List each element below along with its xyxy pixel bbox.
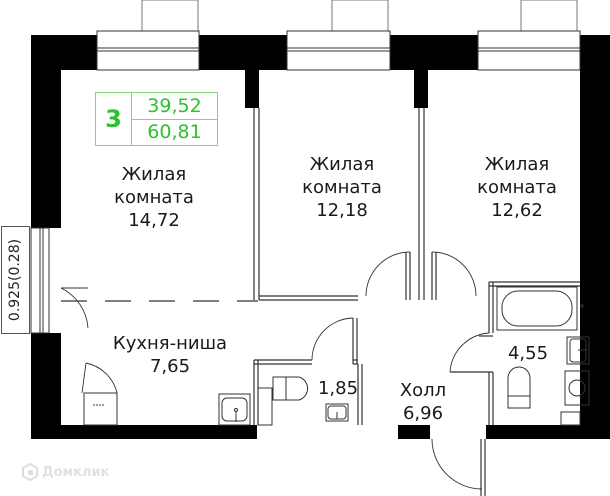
room-label-kitchen: Кухня-ниша 7,65 — [100, 332, 240, 378]
watermark: Домклик — [22, 463, 109, 481]
room-label-living-2: Жилая комната 12,18 — [280, 153, 404, 222]
room-area: 14,72 — [128, 210, 180, 231]
toilet-icon-wc — [257, 376, 308, 426]
room-label-living-3: Жилая комната 12,62 — [455, 153, 579, 222]
living-area: 39,52 — [132, 93, 217, 120]
sink-icon-wc — [325, 403, 349, 422]
apartment-summary-badge: 3 39,52 60,81 — [95, 92, 218, 146]
room-area: 6,96 — [402, 403, 444, 424]
room-name: Холл — [399, 380, 447, 401]
room-name: Жилая — [121, 164, 187, 185]
kitchen-sink-icon — [218, 393, 251, 426]
bathtub-icon — [496, 286, 584, 331]
room-area: 1,85 — [317, 378, 359, 399]
sink-icon — [566, 336, 590, 365]
domclick-logo-icon — [22, 463, 38, 481]
room-label-wc: 1,85 — [312, 377, 364, 400]
room-area: 4,55 — [507, 343, 549, 364]
room-name: комната — [477, 177, 557, 198]
washing-machine-icon — [564, 370, 590, 406]
rooms-count: 3 — [96, 93, 132, 145]
room-label-living-1: Жилая комната 14,72 — [90, 163, 218, 232]
room-name: Жилая — [484, 154, 550, 175]
room-label-bathroom: 4,55 — [500, 342, 556, 365]
door-swings — [60, 251, 490, 490]
top-windows — [96, 30, 581, 71]
left-window — [30, 227, 50, 334]
room-name: Жилая — [309, 154, 375, 175]
room-name: комната — [114, 187, 194, 208]
room-label-hall: Холл 6,96 — [388, 379, 458, 425]
room-area: 7,65 — [149, 356, 191, 377]
total-area: 60,81 — [147, 121, 202, 144]
cabinet — [560, 411, 581, 426]
toilet-icon — [507, 366, 531, 409]
stove-icon — [83, 392, 118, 426]
watermark-text: Домклик — [42, 464, 110, 480]
interior-walls — [61, 108, 580, 496]
room-area: 12,62 — [491, 200, 543, 221]
exterior-walls — [31, 35, 610, 439]
room-area: 12,18 — [316, 200, 368, 221]
dimension-text: 0.925(0.28) — [7, 238, 24, 322]
room-name: Кухня-ниша — [112, 333, 228, 354]
window-boxes — [141, 0, 578, 32]
room-name: комната — [302, 177, 382, 198]
window-dimension-label: 0.925(0.28) — [1, 226, 30, 334]
